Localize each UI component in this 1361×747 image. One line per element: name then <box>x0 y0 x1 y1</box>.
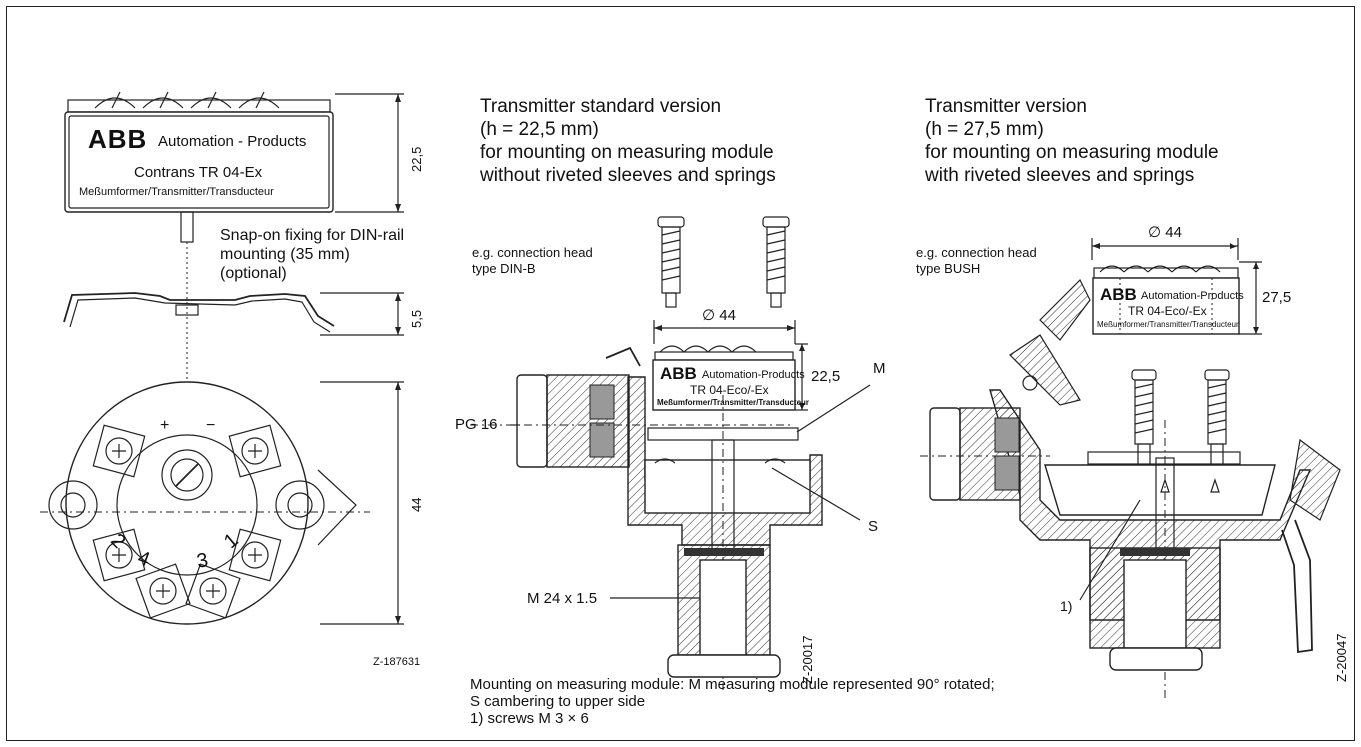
middle-loose-screws <box>657 216 790 308</box>
label-thread: M 24 x 1.5 <box>527 590 598 607</box>
right-diameter-label: ∅ 44 <box>1148 224 1182 241</box>
left-transducer-label: Meßumformer/Transmitter/Transducteur <box>79 186 274 198</box>
label-measuring-module: M <box>873 360 886 377</box>
label-screws: 1) <box>1060 598 1073 614</box>
left-model-label: Contrans TR 04-Ex <box>134 164 263 181</box>
left-dim-height: 22,5 <box>409 146 424 172</box>
figure-caption: Mounting on measuring module: M measurin… <box>470 676 995 727</box>
middle-model-label: TR 04-Eco/-Ex <box>690 383 769 397</box>
label-cambering: S <box>868 518 879 535</box>
middle-assembly-drawing <box>470 216 871 690</box>
left-dim-rail: 5,5 <box>409 309 424 328</box>
terminal-screws-top <box>94 91 280 109</box>
right-figure-code: Z-20047 <box>1334 633 1349 682</box>
right-heading: Transmitter version (h = 27,5 mm) for mo… <box>925 96 1219 186</box>
drawing-frame <box>6 6 1355 741</box>
left-abb-logo: ABB <box>88 124 148 154</box>
middle-abb-logo: ABB <box>660 364 697 383</box>
right-model-label: TR 04-Eco/-Ex <box>1128 304 1207 318</box>
right-assembly-drawing <box>920 238 1341 700</box>
right-connection-head: e.g. connection head type BUSH <box>916 245 1037 276</box>
left-transmitter-side-view <box>63 91 404 625</box>
right-transducer-label: Meßumformer/Transmitter/Transducteur <box>1097 320 1239 329</box>
left-brand-subtitle: Automation - Products <box>158 133 307 150</box>
middle-heading: Transmitter standard version (h = 22,5 m… <box>480 96 776 186</box>
left-figure-code: Z-187631 <box>373 656 421 668</box>
transmitter-housing <box>64 111 334 213</box>
right-dim-height: 27,5 <box>1262 289 1292 306</box>
left-dim-diameter: 44 <box>409 497 424 512</box>
terminal-screws <box>92 424 282 619</box>
terminal-minus-label: − <box>206 417 216 434</box>
snap-on-note: Snap-on fixing for DIN-rail mounting (35… <box>220 227 405 282</box>
middle-brand-subtitle: Automation-Products <box>702 369 805 381</box>
middle-transmitter <box>652 345 796 411</box>
left-transmitter-top-view <box>40 381 370 625</box>
terminal-plus-label: + <box>160 417 170 434</box>
middle-dim-height: 22,5 <box>811 368 841 385</box>
label-pg16: PG 16 <box>455 416 498 433</box>
right-brand-subtitle: Automation-Products <box>1141 290 1244 302</box>
middle-diameter-label: ∅ 44 <box>702 307 736 324</box>
middle-connection-head: e.g. connection head type DIN-B <box>472 245 593 276</box>
right-abb-logo: ABB <box>1100 285 1137 304</box>
middle-transducer-label: Meßumformer/Transmitter/Transducteur <box>657 398 810 407</box>
right-transmitter <box>1092 265 1240 335</box>
